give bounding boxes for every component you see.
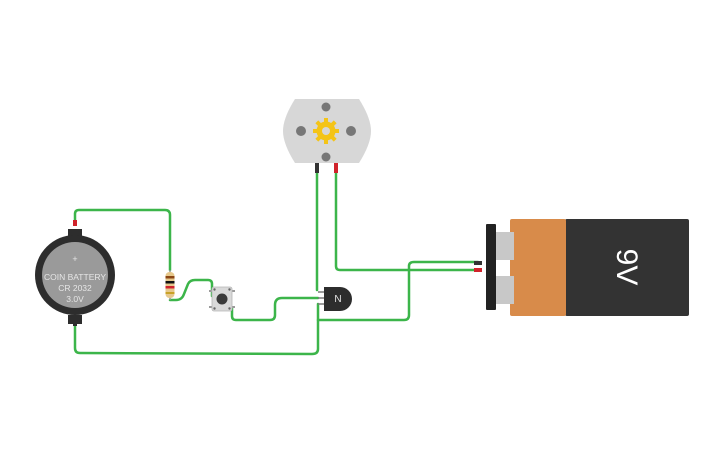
battery-9v-label: 9V (610, 249, 643, 286)
dc-motor[interactable] (283, 99, 371, 173)
wires (73, 170, 480, 356)
wire-emitter-to-9v-minus[interactable] (316, 260, 480, 322)
resistor-body (165, 272, 175, 298)
wire-motor-right-to-9v-plus[interactable] (334, 170, 480, 272)
motor-mount-hole-top (321, 102, 331, 112)
resistor[interactable] (165, 270, 175, 300)
battery-9v-band (510, 219, 566, 316)
motor-mount-hole-left (296, 126, 306, 136)
coin-battery-tab-top (68, 229, 82, 238)
resistor-band-3 (165, 286, 175, 289)
coin-battery-cell (42, 242, 108, 308)
wire-resistor-to-button[interactable] (168, 278, 214, 302)
coin-battery-label-line1: COIN BATTERY (44, 272, 106, 282)
push-button[interactable] (209, 286, 235, 312)
resistor-band-1 (165, 276, 175, 279)
battery-9v-snap-bottom (494, 276, 514, 304)
gear-icon (313, 118, 339, 144)
motor-terminal-left[interactable] (315, 163, 319, 173)
coin-battery-minus-terminal[interactable] (73, 320, 77, 326)
coin-battery-tab-bottom (68, 315, 82, 324)
motor-terminal-right[interactable] (334, 163, 338, 173)
transistor-label: N (334, 294, 341, 305)
gear-tooth (324, 138, 328, 144)
battery-9v-body (565, 219, 689, 316)
resistor-band-4 (165, 292, 175, 294)
motor-mount-hole-right (346, 126, 356, 136)
wire-coin-plus-to-resistor[interactable] (73, 208, 172, 272)
coin-battery[interactable]: + COIN BATTERY CR 2032 3.0V (35, 229, 115, 324)
battery-9v-plus-terminal[interactable] (474, 261, 482, 265)
transistor-body (324, 287, 352, 311)
battery-9v-minus-terminal[interactable] (474, 268, 482, 272)
resistor-band-2 (165, 281, 175, 284)
coin-battery-plus-mark: + (72, 254, 77, 264)
motor-mount-hole-bottom (321, 152, 331, 162)
push-button-cap[interactable] (216, 293, 228, 305)
coin-battery-label-line2: CR 2032 (58, 283, 92, 293)
battery-9v-connector (486, 224, 496, 310)
battery-9v[interactable]: 9V (474, 219, 689, 316)
wire-coin-minus-to-emitter[interactable] (73, 302, 320, 356)
coin-battery-plus-terminal[interactable] (73, 220, 77, 226)
transistor-npn[interactable]: N (318, 287, 352, 311)
wire-button-to-transistor-base[interactable] (230, 296, 320, 322)
coin-battery-label-line3: 3.0V (66, 294, 84, 304)
gear-tooth (324, 118, 328, 124)
battery-9v-snap-top (494, 232, 514, 260)
